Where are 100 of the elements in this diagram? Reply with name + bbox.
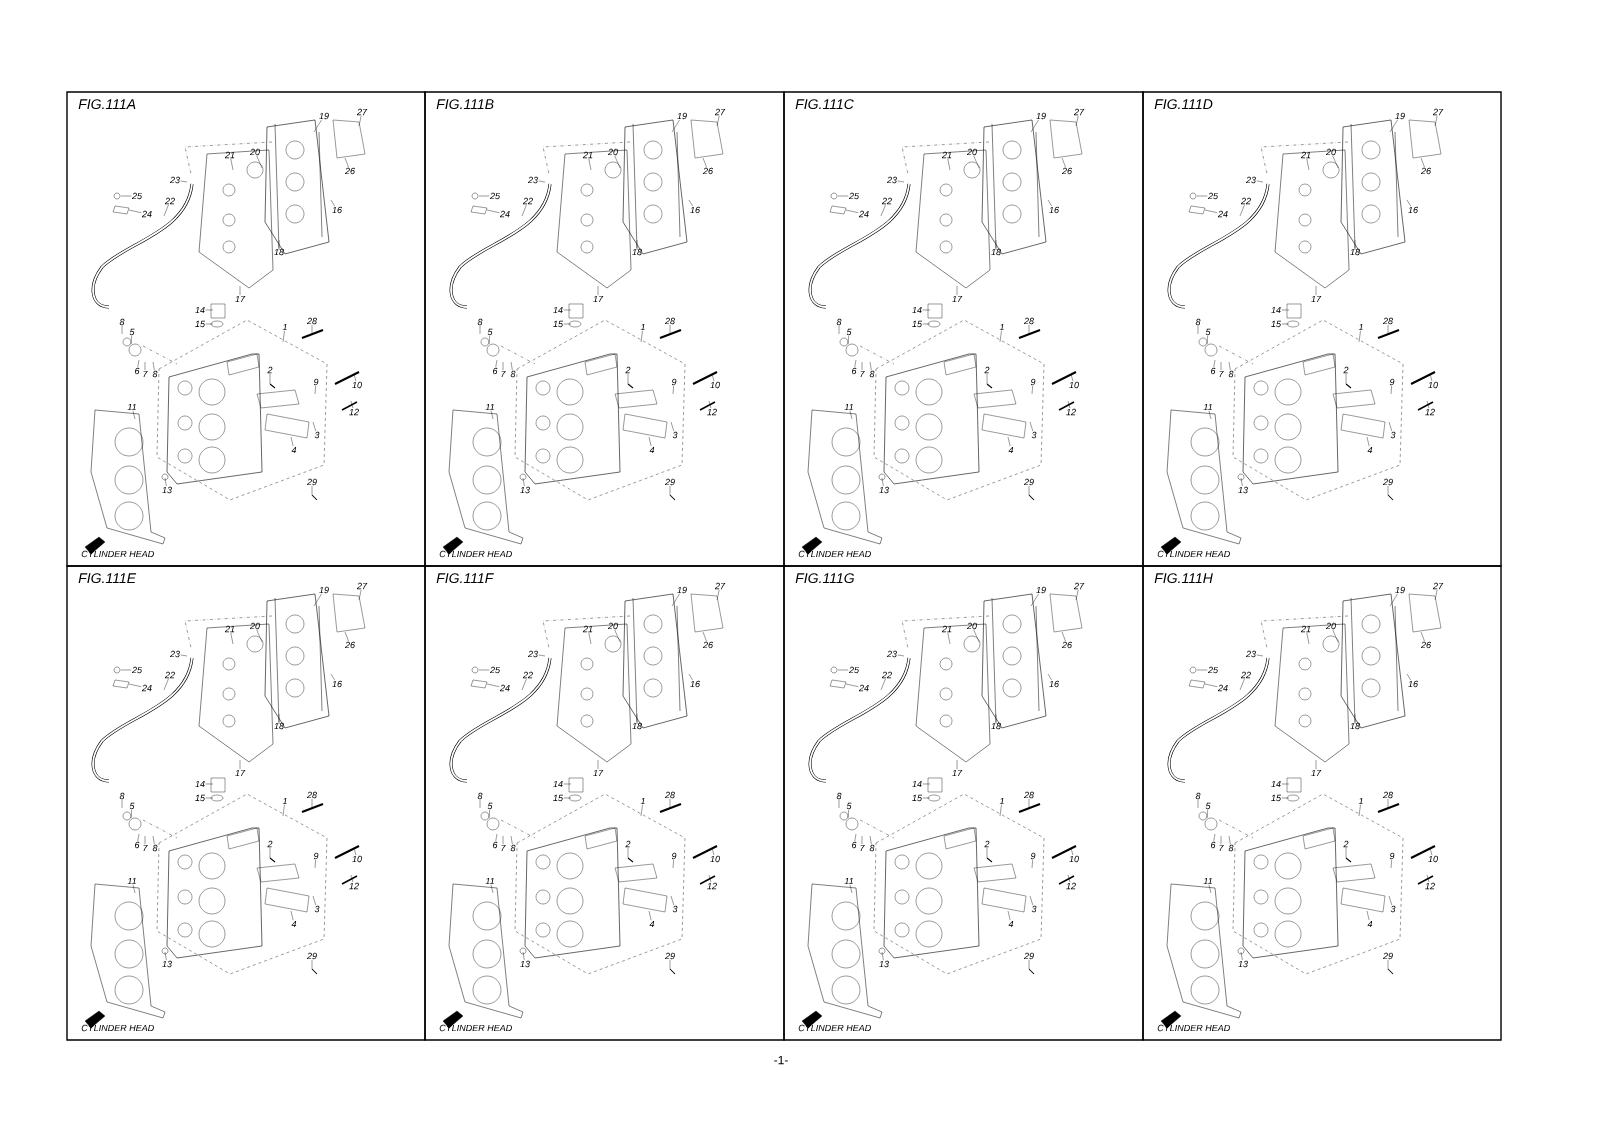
callout-number: 12: [1425, 882, 1435, 890]
callout-number: 6: [852, 841, 857, 849]
callout-number: 2: [267, 840, 273, 848]
callout-number: 12: [349, 882, 359, 890]
callout-number: 23: [886, 650, 897, 658]
callout-number: 16: [1408, 680, 1418, 688]
callout-number: 18: [632, 722, 642, 730]
callout-number: 13: [162, 486, 172, 494]
callout-number: 15: [553, 320, 564, 328]
figure-title: FIG.111G: [795, 573, 854, 584]
callout-number: 4: [1008, 446, 1014, 454]
callout-number: 9: [313, 852, 319, 860]
callout-number: 9: [313, 378, 319, 386]
callout-number: 2: [1343, 840, 1349, 848]
callout-number: 11: [485, 403, 494, 411]
callout-number: 10: [710, 855, 720, 863]
callout-number: 1: [999, 323, 1004, 331]
callout-number: 2: [1343, 366, 1349, 374]
callout-number: 4: [649, 920, 655, 928]
callout-number: 22: [164, 671, 175, 679]
callout-number: 12: [707, 882, 717, 890]
callout-number: 8: [477, 792, 483, 800]
callout-number: 3: [314, 905, 320, 913]
callout-number: 15: [1271, 320, 1282, 328]
figure-panel: [1142, 91, 1502, 567]
callout-number: 16: [1049, 206, 1059, 214]
callout-number: 23: [169, 176, 180, 184]
figure-title: FIG.111C: [795, 99, 854, 110]
callout-number: 13: [879, 486, 889, 494]
callout-number: 20: [966, 148, 977, 156]
callout-number: 8: [1228, 370, 1234, 378]
callout-number: 29: [306, 952, 317, 960]
callout-number: 10: [352, 381, 362, 389]
figure-title: FIG.111F: [436, 573, 494, 584]
callout-number: 25: [489, 192, 501, 200]
callout-number: 20: [249, 148, 260, 156]
callout-number: 28: [1023, 791, 1034, 799]
callout-number: 23: [1245, 176, 1256, 184]
callout-number: 28: [1023, 317, 1034, 325]
callout-number: 27: [714, 108, 726, 116]
callout-number: 24: [858, 210, 869, 218]
callout-number: 10: [1069, 381, 1079, 389]
callout-number: 23: [527, 650, 538, 658]
callout-number: 18: [1350, 248, 1360, 256]
callout-number: 6: [852, 367, 857, 375]
callout-number: 8: [152, 844, 158, 852]
callout-number: 2: [625, 840, 631, 848]
callout-number: 25: [1207, 666, 1219, 674]
figure-panel: [783, 565, 1144, 1041]
callout-number: 19: [1395, 112, 1405, 120]
figure-subtitle: CYLINDER HEAD: [798, 1024, 871, 1032]
callout-number: 21: [224, 151, 235, 159]
callout-number: 18: [632, 248, 642, 256]
callout-number: 25: [848, 192, 860, 200]
callout-number: 13: [1238, 486, 1248, 494]
callout-number: 29: [664, 478, 675, 486]
callout-number: 14: [195, 306, 205, 314]
callout-number: 19: [319, 112, 329, 120]
callout-number: 11: [127, 877, 136, 885]
callout-number: 14: [912, 306, 922, 314]
callout-number: 22: [1240, 671, 1251, 679]
callout-number: 22: [522, 671, 533, 679]
callout-number: 21: [941, 151, 952, 159]
callout-number: 15: [195, 320, 206, 328]
callout-number: 23: [1245, 650, 1256, 658]
callout-number: 26: [1420, 167, 1431, 175]
callout-number: 24: [1217, 684, 1228, 692]
callout-number: 29: [664, 952, 675, 960]
callout-number: 25: [1207, 192, 1219, 200]
callout-number: 28: [1382, 317, 1393, 325]
callout-number: 9: [1030, 378, 1036, 386]
callout-number: 11: [1203, 403, 1212, 411]
callout-number: 13: [520, 960, 530, 968]
callout-number: 24: [141, 684, 152, 692]
callout-number: 12: [349, 408, 359, 416]
callout-number: 28: [306, 317, 317, 325]
callout-number: 8: [152, 370, 158, 378]
figure-title: FIG.111E: [78, 573, 137, 584]
callout-number: 28: [664, 791, 675, 799]
callout-number: 3: [672, 905, 678, 913]
callout-number: 15: [195, 794, 206, 802]
callout-number: 8: [836, 792, 842, 800]
callout-number: 24: [499, 210, 510, 218]
callout-number: 7: [143, 370, 148, 378]
callout-number: 21: [582, 625, 593, 633]
callout-number: 21: [1300, 151, 1311, 159]
callout-number: 18: [991, 722, 1001, 730]
figure-panel: [66, 91, 426, 567]
callout-number: 8: [836, 318, 842, 326]
callout-number: 27: [1073, 582, 1085, 590]
callout-number: 19: [677, 112, 687, 120]
callout-number: 29: [1023, 478, 1034, 486]
callout-number: 20: [607, 148, 618, 156]
callout-number: 23: [886, 176, 897, 184]
callout-number: 22: [881, 197, 892, 205]
callout-number: 24: [141, 210, 152, 218]
callout-number: 7: [860, 844, 865, 852]
callout-number: 10: [1069, 855, 1079, 863]
callout-number: 18: [274, 722, 284, 730]
callout-number: 8: [1195, 792, 1201, 800]
